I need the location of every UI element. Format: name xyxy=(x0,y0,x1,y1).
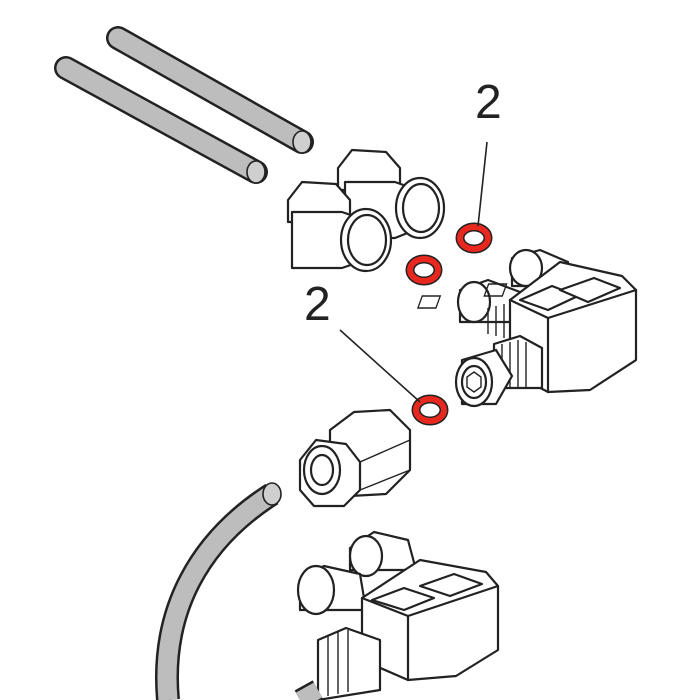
callout-label-lower: 2 xyxy=(304,278,331,331)
upper-tube-front xyxy=(54,56,268,184)
collet-nut-front xyxy=(286,180,393,273)
lower-tube xyxy=(155,482,282,700)
callout-leader-lower xyxy=(339,329,421,403)
upper-tube-back xyxy=(106,26,314,154)
callout-label-upper: 2 xyxy=(475,76,502,129)
oring-lower xyxy=(411,394,449,426)
callout-leader-upper xyxy=(477,141,488,227)
manifold-upper xyxy=(416,248,638,408)
manifold-lower xyxy=(294,530,500,700)
oring-upper-left xyxy=(405,254,443,286)
collet-nut-lower xyxy=(298,408,412,508)
oring-upper-right xyxy=(455,222,493,254)
